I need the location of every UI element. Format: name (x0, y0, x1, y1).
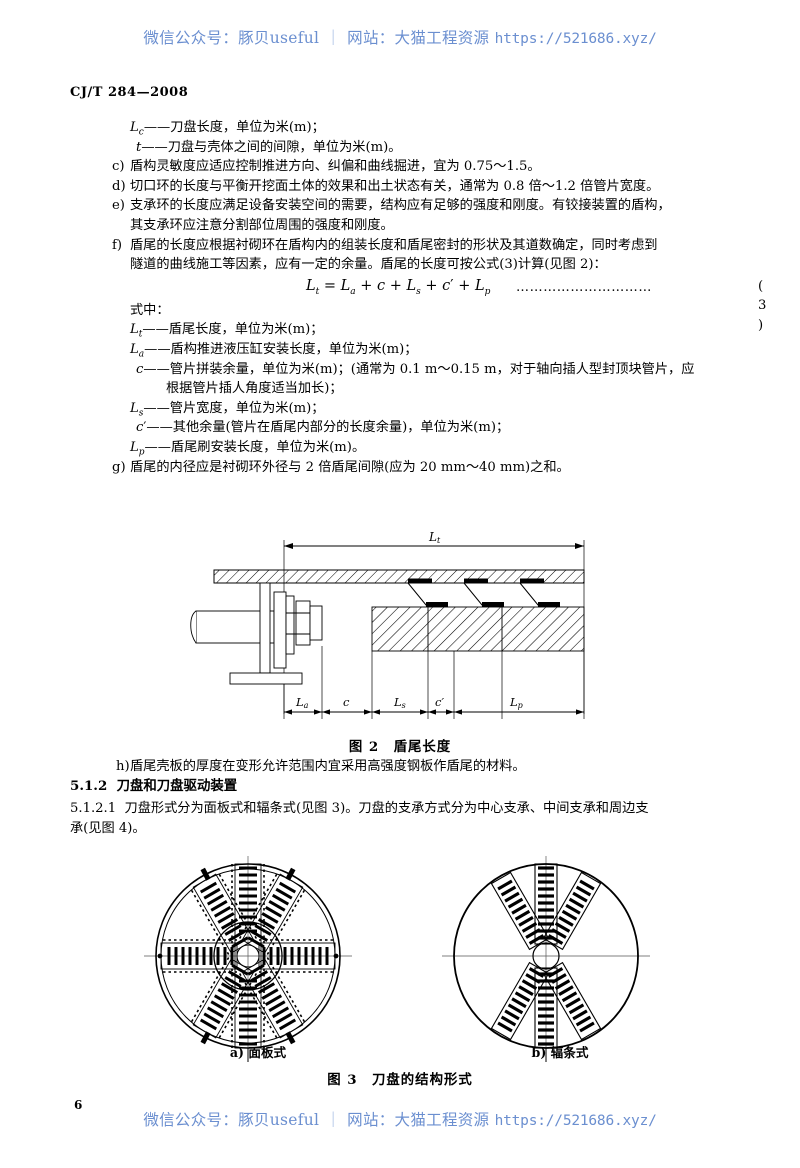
clause-5-1-2-1: 5.1.2.1 刀盘形式分为面板式和辐条式(见图 3)。刀盘的支承方式分为中心支… (70, 799, 742, 819)
page-number: 6 (74, 1098, 83, 1112)
definition-lc-text: ——刀盘长度，单位为米(m)； (143, 120, 325, 135)
figure-2-label-cprime: c′ (435, 695, 444, 709)
watermark-site-label: 网站：大猫工程资源 (347, 29, 490, 47)
list-item-g-text: 盾尾的内径应是衬砌环外径与 2 倍盾尾间隙(应为 20 mm～40 mm)之和。 (130, 459, 570, 475)
figure-2-shield-tail-length: Lt La c Ls c′ Lp (186, 514, 626, 742)
definition-ls: Ls——管片宽度，单位为米(m)； (130, 400, 325, 419)
figure-2-drawing: Lt La c Ls c′ Lp (190, 530, 585, 719)
list-item-h: h)盾尾壳板的厚度在变形允许范围内宜采用高强度钢板作盾尾的材料。 (70, 757, 742, 777)
figure-2-label-lt: Lt (428, 530, 441, 545)
list-marker-h: h) (116, 759, 130, 774)
clause-5-1-2-1-line2: 承(见图 4)。 (70, 820, 146, 836)
clause-5-1-2-1-line1: 刀盘形式分为面板式和辐条式(见图 3)。刀盘的支承方式分为中心支承、中间支承和周… (124, 801, 649, 817)
figure-3-cutterhead-types (140, 856, 680, 1066)
list-item-e-line1: 支承环的长度应满足设备安装空间的需要，结构应有足够的强度和刚度。有铰接装置的盾构… (130, 198, 671, 214)
watermark-bottom: 微信公众号：豚贝useful ｜ 网站：大猫工程资源 https://521686.… (0, 1108, 800, 1130)
list-item-g: g)盾尾的内径应是衬砌环外径与 2 倍盾尾间隙(应为 20 mm～40 mm)之… (70, 458, 742, 478)
list-item-f: f) 盾尾的长度应根据衬砌环在盾构内的组装长度和盾尾密封的形状及其道数确定，同时考… (70, 236, 742, 256)
list-item-h-text: 盾尾壳板的厚度在变形允许范围内宜采用高强度钢板作盾尾的材料。 (130, 759, 526, 774)
definition-c-cont: 根据管片插人角度适当加长)； (166, 381, 343, 397)
list-item-c-text: 盾构灵敏度应适应控制推进方向、纠偏和曲线掘进，宜为 0.75～1.5。 (130, 159, 541, 175)
watermark-bottom-url: https://521686.xyz/ (494, 1113, 657, 1129)
definition-cprime: c′——其他余量(管片在盾尾内部分的长度余量)，单位为米(m)； (136, 420, 510, 436)
document-body: Lc——刀盘长度，单位为米(m)； t——刀盘与壳体之间的间隙，单位为米(m)。… (70, 118, 766, 478)
cutterhead-spoke-type (442, 856, 650, 1062)
standard-code-header: CJ/T 284—2008 (70, 85, 189, 100)
definition-lt-text: ——盾尾长度，单位为米(m)； (142, 322, 324, 338)
definition-c: c——管片拼装余量，单位为米(m)；(通常为 0.1 m～0.15 m，对于轴向… (136, 361, 695, 377)
definition-lp: Lp——盾尾刷安装长度，单位为米(m)。 (130, 439, 366, 458)
formula-number: ( 3 ) (758, 278, 767, 333)
formula-leader-dots: ………………………… (516, 279, 652, 295)
definition-t-text: ——刀盘与壳体之间的间隙，单位为米(m)。 (141, 139, 402, 155)
watermark-top: 微信公众号：豚贝useful ｜ 网站：大猫工程资源 https://521686.… (0, 26, 800, 48)
definition-t: t——刀盘与壳体之间的间隙，单位为米(m)。 (136, 139, 402, 155)
definition-la-text: ——盾构推进液压缸安装长度，单位为米(m)； (144, 341, 418, 357)
list-marker-f: f) (112, 237, 123, 253)
figure-2-label-ls: Ls (393, 695, 406, 710)
list-item-c: c) 盾构灵敏度应适应控制推进方向、纠偏和曲线掘进，宜为 0.75～1.5。 (70, 157, 742, 177)
clause-5-1-2-title: 刀盘和刀盘驱动装置 (116, 777, 238, 794)
clause-5-1-2: 5.1.2 刀盘和刀盘驱动装置 (70, 777, 742, 797)
figure-3-sublabel-a: a) 面板式 (229, 1045, 287, 1060)
clause-5-1-2-number: 5.1.2 (70, 777, 108, 794)
watermark-bottom-separator: ｜ (325, 1111, 342, 1129)
definition-lc: Lc——刀盘长度，单位为米(m)； (130, 120, 325, 138)
list-marker-g: g) (112, 459, 126, 475)
watermark-bottom-site-label: 网站：大猫工程资源 (347, 1111, 490, 1129)
figure-3-drawing (144, 856, 650, 1062)
figure-3-caption: 图 3 刀盘的结构形式 (327, 1072, 473, 1088)
watermark-url: https://521686.xyz/ (494, 31, 657, 47)
cutterhead-face-plate (144, 856, 352, 1062)
document-body-lower: h)盾尾壳板的厚度在变形允许范围内宜采用高强度钢板作盾尾的材料。 5.1.2 刀… (70, 757, 742, 838)
clause-5-1-2-1-number: 5.1.2.1 (70, 801, 117, 817)
list-item-f-line2: 隧道的曲线施工等因素，应有一定的余量。盾尾的长度可按公式(3)计算(见图 2)： (130, 257, 607, 273)
figure-2-label-lp: Lp (509, 695, 523, 710)
figure-3-sublabel-b: b) 辐条式 (531, 1045, 589, 1060)
definition-la: La——盾构推进液压缸安装长度，单位为米(m)； (130, 341, 418, 360)
formula-3-row: Lt = La + c + Ls + c′ + Lp ………………………… ( … (70, 277, 766, 333)
formula-3: Lt = La + c + Ls + c′ + Lp (306, 277, 491, 297)
list-item-d-text: 切口环的长度与平衡开挖面土体的效果和出土状态有关，通常为 0.8 倍～1.2 倍… (130, 178, 660, 194)
list-marker-e: e) (112, 198, 125, 214)
list-marker-d: d) (112, 178, 126, 194)
list-item-d: d)切口环的长度与平衡开挖面土体的效果和出土状态有关，通常为 0.8 倍～1.2… (70, 177, 742, 197)
watermark-bottom-prefix: 微信公众号：豚贝useful (143, 1111, 320, 1129)
definition-c-text: ——管片拼装余量，单位为米(m)；(通常为 0.1 m～0.15 m，对于轴向插… (143, 361, 695, 377)
list-marker-c: c) (112, 159, 125, 175)
definition-lt: Lt——盾尾长度，单位为米(m)； (130, 322, 324, 340)
definition-cprime-text: ——其他余量(管片在盾尾内部分的长度余量)，单位为米(m)； (146, 420, 510, 436)
figure-2-label-c: c (343, 695, 350, 709)
definition-lp-text: ——盾尾刷安装长度，单位为米(m)。 (144, 439, 366, 455)
definition-ls-text: ——管片宽度，单位为米(m)； (143, 400, 325, 416)
list-item-e-line2: 其支承环应注意分割部位周围的强度和刚度。 (130, 217, 394, 233)
figure-2-caption: 图 2 盾尾长度 (348, 739, 452, 755)
figure-2-label-la: La (295, 695, 309, 710)
list-item-f-line1: 盾尾的长度应根据衬砌环在盾构内的组装长度和盾尾密封的形状及其道数确定，同时考虑到 (130, 237, 658, 253)
watermark-prefix: 微信公众号：豚贝useful (143, 29, 320, 47)
watermark-separator: ｜ (325, 29, 342, 47)
where-label: 式中： (130, 302, 170, 318)
list-item-e: e) 支承环的长度应满足设备安装空间的需要，结构应有足够的强度和刚度。有铰接装置的… (70, 196, 742, 216)
